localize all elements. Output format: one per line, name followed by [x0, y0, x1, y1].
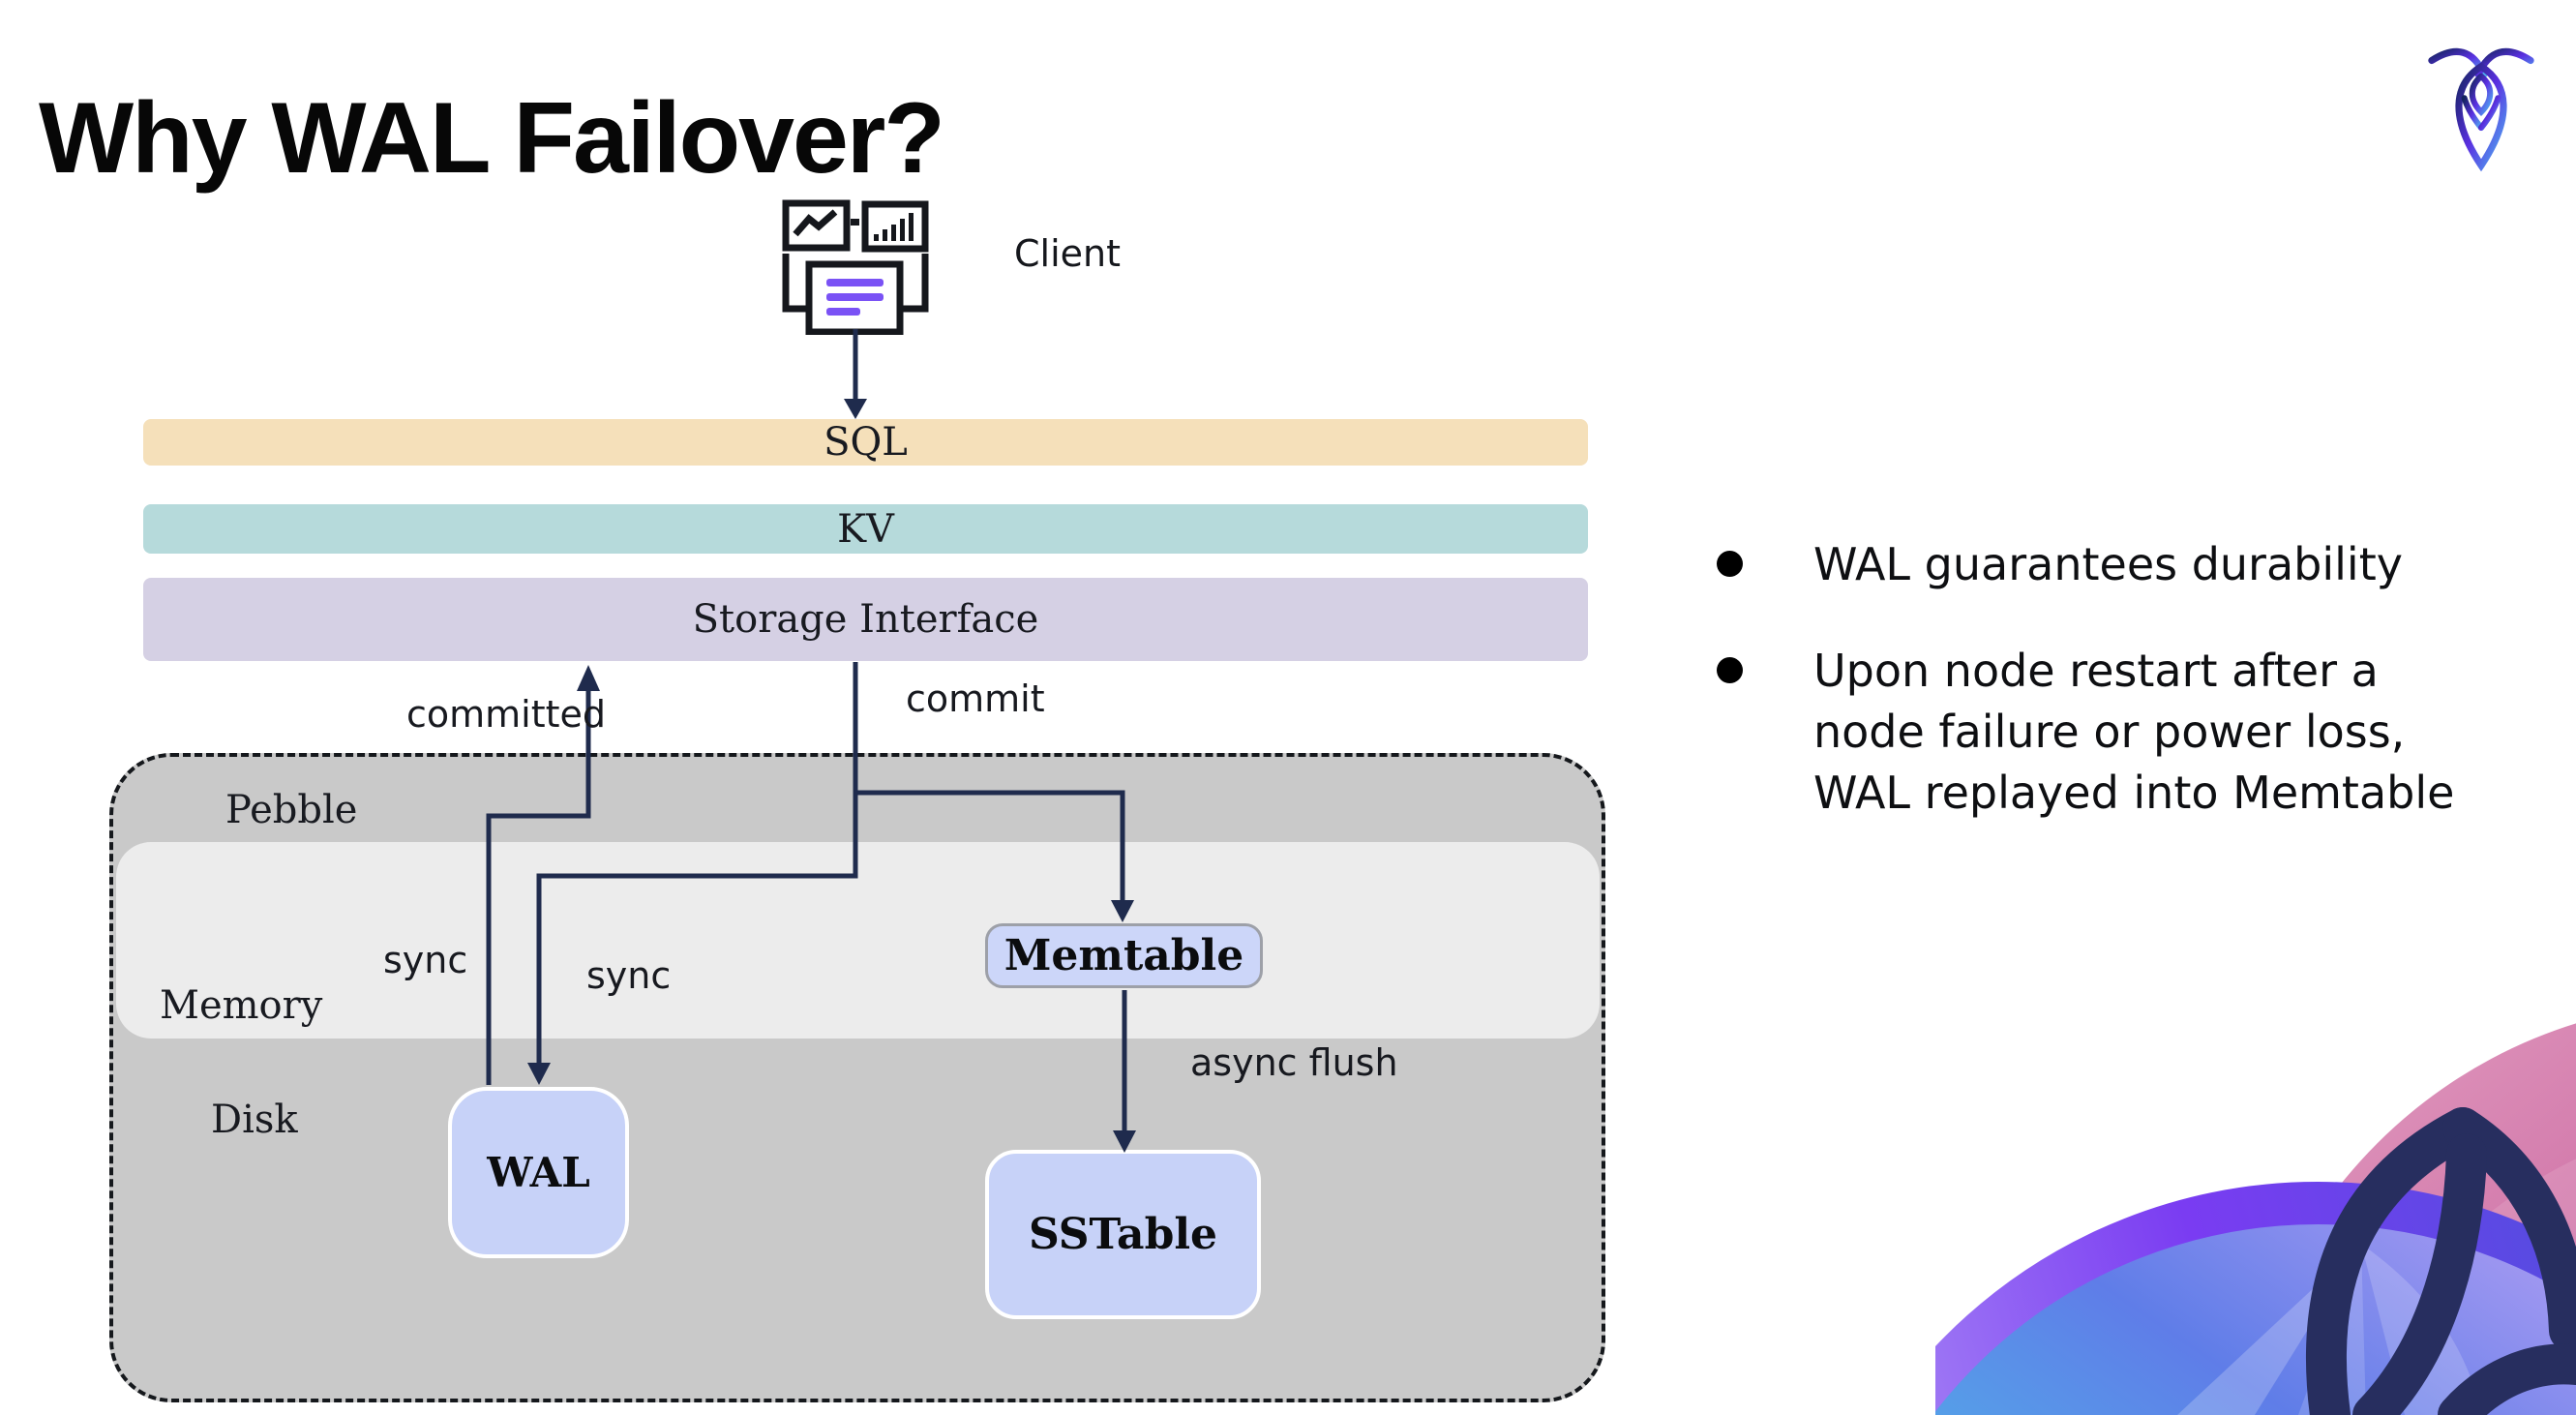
bullet-item: Upon node restart after a node failure o…: [1715, 641, 2528, 824]
bullet-text: WAL guarantees durability: [1813, 538, 2403, 590]
layer-storage-interface: Storage Interface: [143, 578, 1588, 661]
pebble-label: Pebble: [225, 788, 358, 832]
client-devices-icon: [782, 199, 929, 335]
bullet-dot: [1717, 551, 1743, 577]
layer-kv: KV: [143, 504, 1588, 554]
wal-label: WAL: [487, 1149, 590, 1196]
node-memtable: Memtable: [985, 923, 1263, 988]
edge-label-sync-left: sync: [383, 939, 468, 981]
memtable-label: Memtable: [1003, 931, 1244, 980]
memory-region: [116, 842, 1600, 1039]
sstable-label: SSTable: [1028, 1210, 1218, 1259]
layer-storage-interface-label: Storage Interface: [692, 597, 1039, 642]
bullet-list: WAL guarantees durability Upon node rest…: [1715, 534, 2528, 869]
edge-label-sync-right: sync: [586, 954, 672, 997]
edge-label-async-flush: async flush: [1190, 1041, 1398, 1084]
bullet-item: WAL guarantees durability: [1715, 534, 2528, 595]
cockroachdb-logo-icon: [2428, 47, 2534, 172]
edge-label-commit: commit: [906, 677, 1045, 720]
layer-sql-label: SQL: [824, 420, 908, 465]
disk-label: Disk: [211, 1098, 298, 1142]
node-wal: WAL: [448, 1087, 629, 1258]
bullet-text-line: node failure or power loss,: [1813, 706, 2406, 758]
bullet-text-line: WAL replayed into Memtable: [1813, 767, 2455, 819]
edge-label-committed: committed: [406, 693, 607, 736]
layer-sql: SQL: [143, 419, 1588, 466]
bullet-dot: [1717, 657, 1743, 683]
page-title: Why WAL Failover?: [39, 81, 945, 195]
memory-label: Memory: [160, 983, 323, 1028]
client-label: Client: [1014, 232, 1122, 275]
node-sstable: SSTable: [985, 1150, 1261, 1319]
bullet-text-line: Upon node restart after a: [1813, 645, 2379, 697]
layer-kv-label: KV: [837, 506, 894, 552]
decorative-cockroach-artwork: [1935, 1023, 2576, 1415]
